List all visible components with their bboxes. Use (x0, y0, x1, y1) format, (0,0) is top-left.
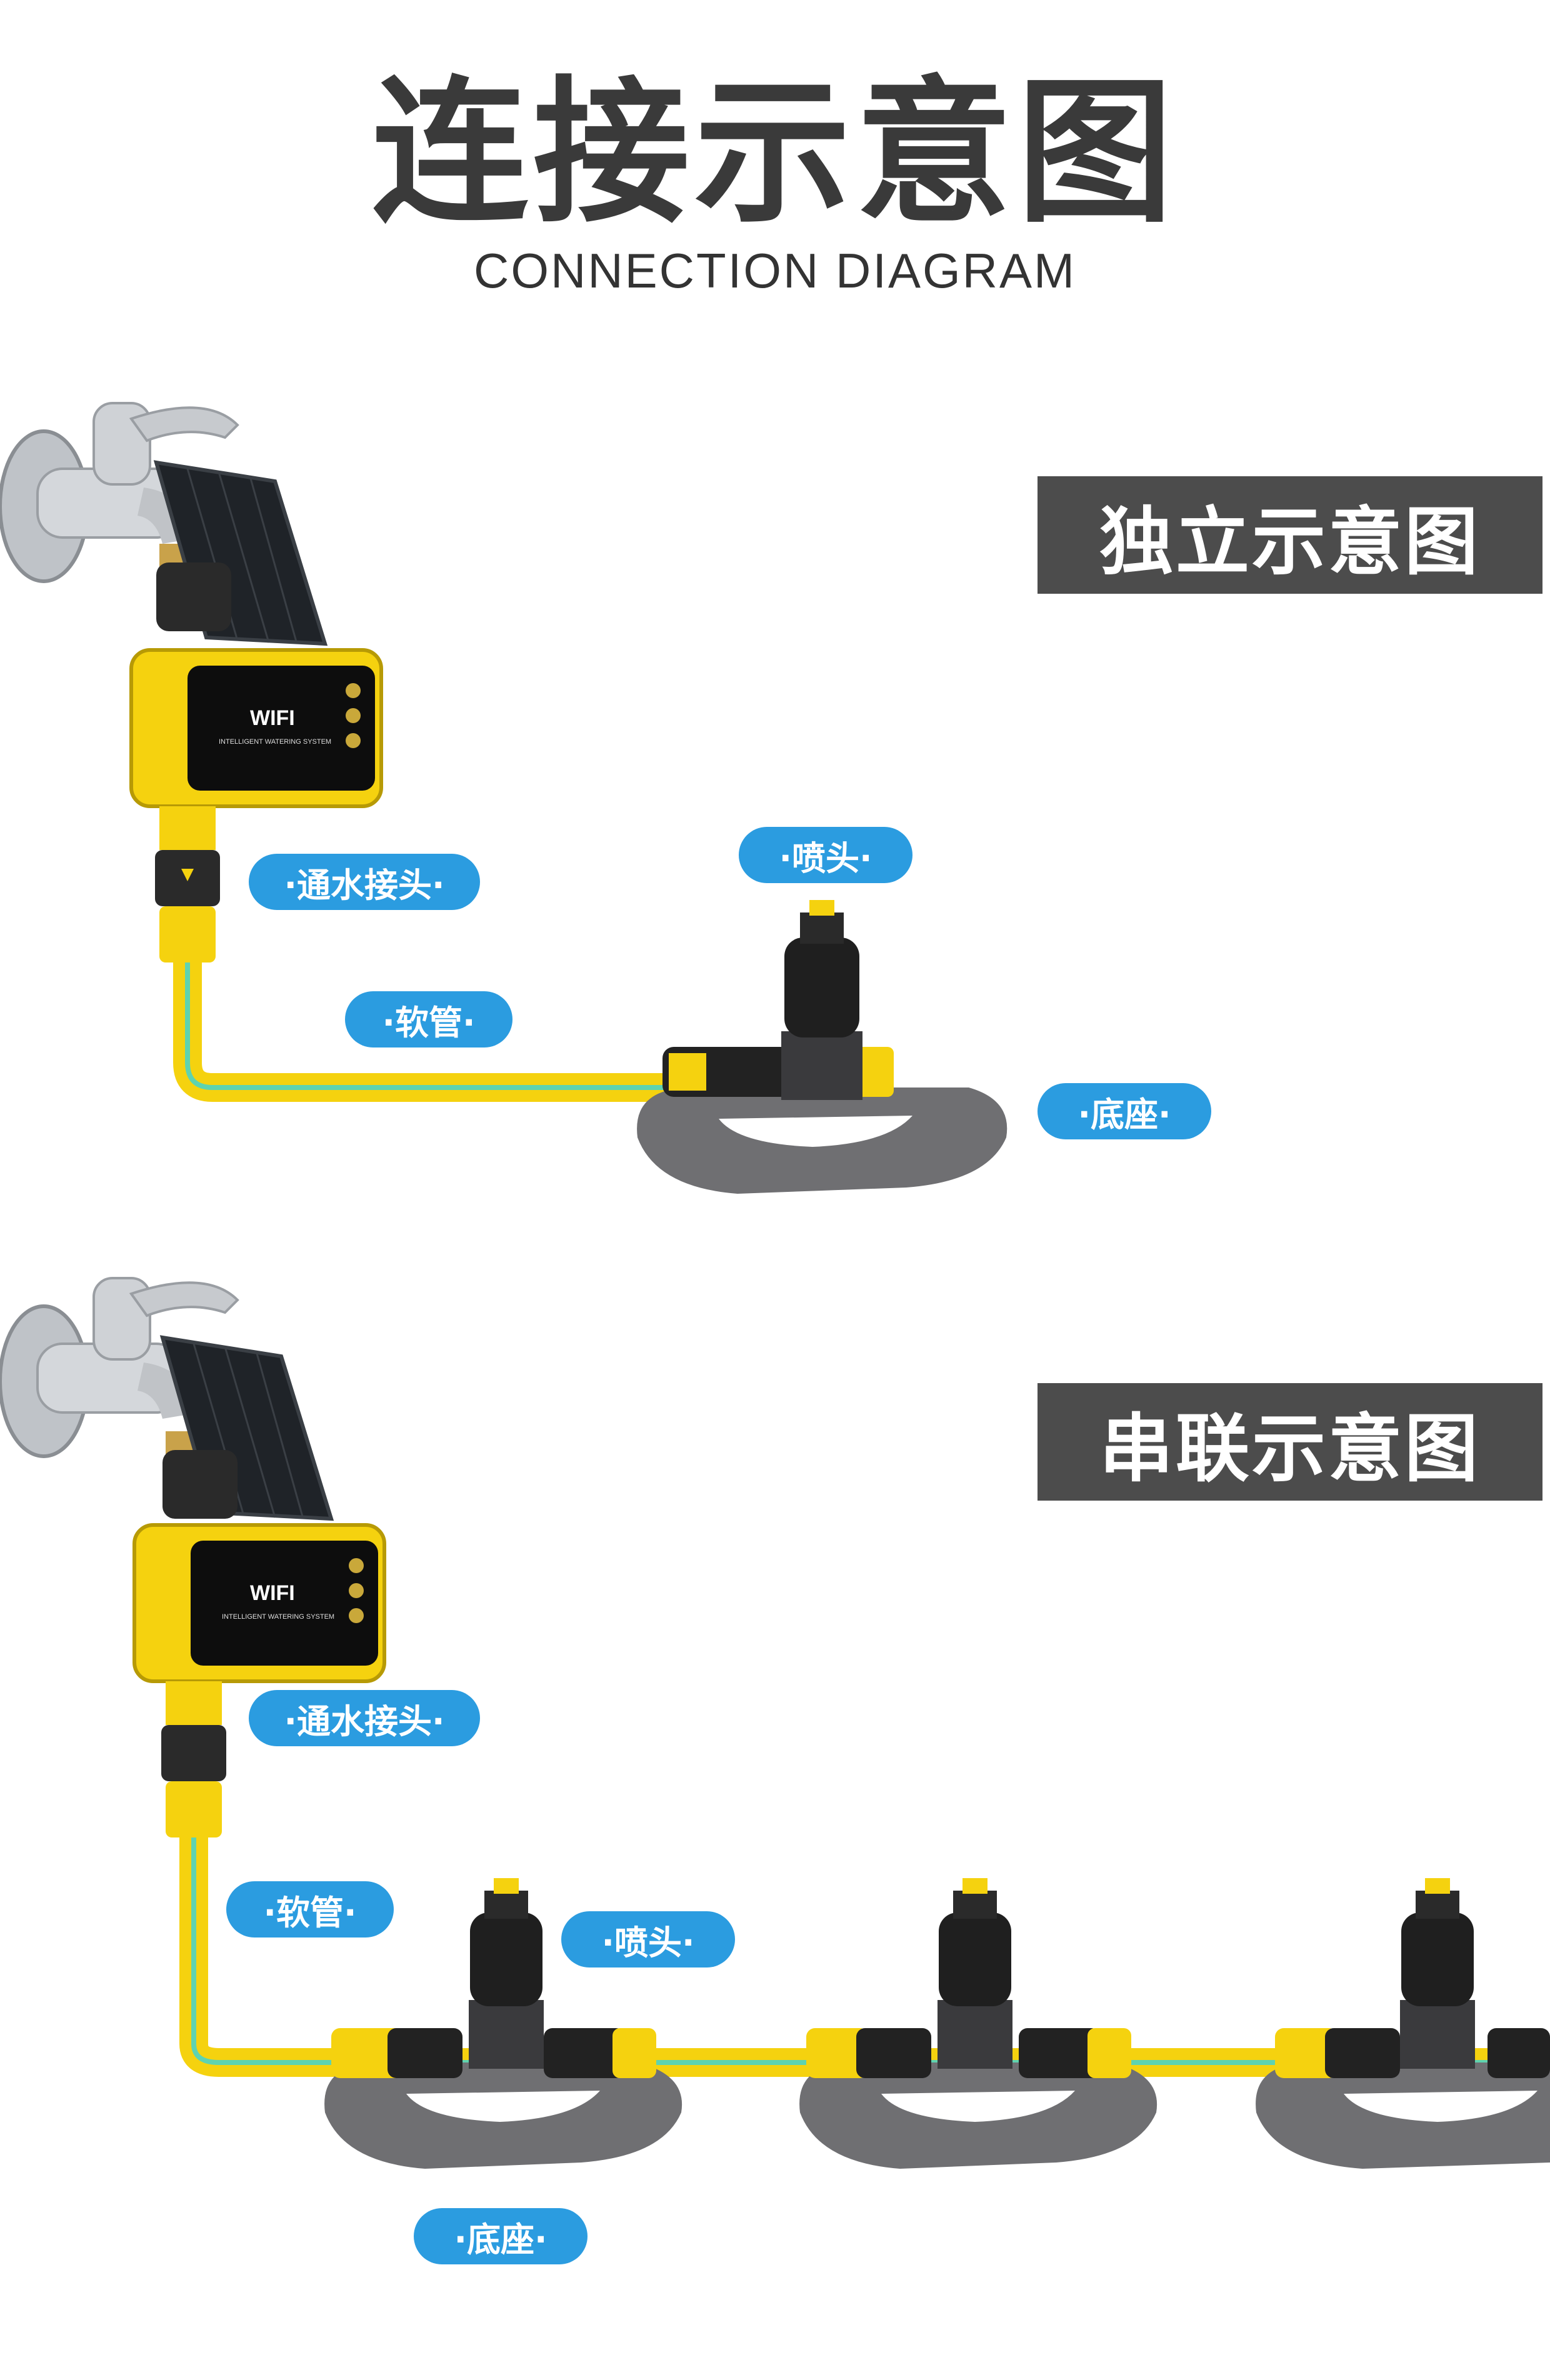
control-button-icon (346, 683, 361, 698)
control-button-icon (349, 1558, 364, 1573)
sprinkler (799, 1878, 1157, 2169)
control-button-icon (346, 733, 361, 748)
label-hose: ·软管· (226, 1881, 394, 1938)
label-base: ·底座· (414, 2208, 588, 2264)
label-nozzle: ·喷头· (561, 1911, 735, 1968)
water-timer-controller: WIFI INTELLIGENT WATERING SYSTEM (131, 650, 381, 806)
standalone-diagram: WIFI INTELLIGENT WATERING SYSTEM (0, 375, 1550, 1250)
label-water-connector: ·通水接头· (249, 1690, 480, 1746)
coupling-nut (162, 1450, 238, 1519)
control-button-icon (346, 708, 361, 723)
screen-brand: WIFI (250, 706, 295, 730)
water-connector (161, 1681, 226, 1838)
screen-brand: WIFI (250, 1581, 295, 1605)
page-subtitle: CONNECTION DIAGRAM (0, 242, 1550, 299)
label-base: ·底座· (1038, 1083, 1211, 1139)
page-title: 连接示意图 (0, 75, 1550, 231)
label-water-connector: ·通水接头· (249, 854, 480, 910)
sprinkler (637, 900, 1007, 1194)
screen-caption: INTELLIGENT WATERING SYSTEM (222, 1613, 334, 1621)
screen-caption: INTELLIGENT WATERING SYSTEM (219, 738, 331, 746)
sprinkler (1256, 1878, 1550, 2169)
control-button-icon (349, 1583, 364, 1598)
water-timer-controller: WIFI INTELLIGENT WATERING SYSTEM (134, 1525, 384, 1681)
control-button-icon (349, 1608, 364, 1623)
hose (194, 1812, 1550, 2062)
water-connector (155, 806, 220, 962)
series-diagram: WIFI INTELLIGENT WATERING SYSTEM (0, 1250, 1550, 2312)
label-nozzle: ·喷头· (739, 827, 912, 883)
label-hose: ·软管· (345, 991, 512, 1048)
coupling-nut (156, 562, 231, 631)
